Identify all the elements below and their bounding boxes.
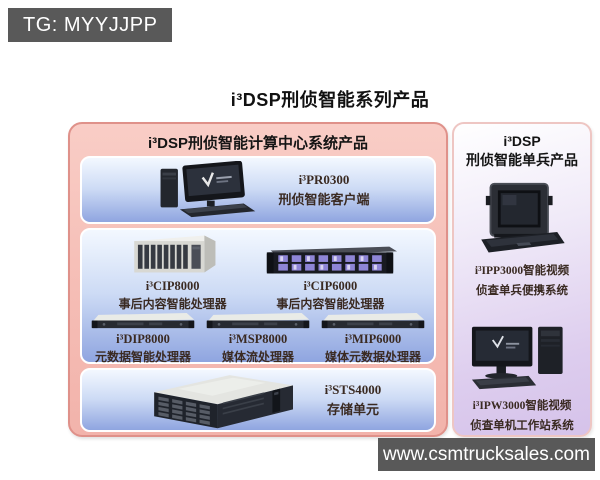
- product-name: 事后内容智能处理器: [118, 296, 227, 311]
- product-name: 刑侦智能客户端: [278, 192, 370, 207]
- storage-product-box: i³STS4000 存储单元: [80, 368, 436, 432]
- storage-product-label: i³STS4000 存储单元: [325, 380, 382, 420]
- computing-center-panel: i³DSP刑侦智能计算中心系统产品: [68, 122, 448, 437]
- product-model: i³DIP8000: [116, 332, 170, 347]
- rack-server-2u-image: [263, 244, 398, 278]
- product-name: 存储单元: [326, 402, 379, 417]
- product-cell-cip8000: i³CIP8000 事后内容智能处理器: [119, 230, 227, 312]
- product-name: 侦查单兵便携系统: [475, 284, 568, 297]
- product-model: i³MIP6000: [344, 332, 402, 347]
- tower-server-image: [125, 230, 221, 278]
- product-name: 事后内容智能处理器: [276, 296, 385, 311]
- portable-terminal-image: [475, 182, 569, 258]
- computing-center-panel-title: i³DSP刑侦智能计算中心系统产品: [147, 135, 368, 152]
- workstation-product-label: i³IPW3000智能视频 侦查单机工作站系统: [470, 397, 574, 436]
- product-model: i³STS4000: [324, 381, 382, 397]
- rack-server-1u-image: [89, 312, 197, 331]
- processors-box: i³CIP8000 事后内容智能处理器: [80, 228, 436, 364]
- product-model: i³CIP6000: [303, 279, 358, 293]
- watermark-top-left: TG: MYYJJPP: [8, 8, 173, 42]
- client-product-box: i³PR0300 刑侦智能客户端: [80, 156, 436, 224]
- rack-server-1u-image: [319, 312, 427, 331]
- rack-server-1u-image: [204, 312, 312, 331]
- portable-product-label: i³IPP3000智能视频 侦查单兵便携系统: [475, 262, 569, 301]
- product-cell-cip6000: i³CIP6000 事后内容智能处理器: [263, 244, 398, 312]
- product-name: 媒体元数据处理器: [324, 349, 421, 364]
- product-model: i³PR0300: [298, 171, 350, 187]
- portable-panel-title-line2: 刑侦智能单兵产品: [466, 152, 578, 168]
- storage-array-image: [135, 370, 307, 430]
- product-name: 媒体流处理器: [221, 349, 294, 364]
- product-cell-msp8000: i³MSP8000 媒体流处理器: [204, 312, 312, 365]
- workstation-image: [470, 323, 574, 391]
- product-model: i³IPW3000智能视频: [472, 400, 572, 413]
- page-title: i³DSP刑侦智能系列产品: [230, 90, 430, 110]
- client-product-label: i³PR0300 刑侦智能客户端: [278, 170, 369, 210]
- product-cell-dip8000: i³DIP8000 元数据智能处理器: [89, 312, 197, 365]
- portable-products-panel: i³DSP 刑侦智能单兵产品 i³IPP3000智能视频 侦查单兵便携系统: [452, 122, 592, 437]
- processors-row-1: i³CIP8000 事后内容智能处理器: [82, 230, 434, 312]
- processors-row-2: i³DIP8000 元数据智能处理器: [82, 312, 434, 365]
- product-name: 侦查单机工作站系统: [470, 419, 574, 432]
- product-model: i³CIP8000: [145, 279, 200, 293]
- desktop-client-image: [146, 161, 264, 219]
- product-cell-mip6000: i³MIP6000 媒体元数据处理器: [319, 312, 427, 365]
- product-model: i³MSP8000: [228, 332, 288, 347]
- product-model: i³IPP3000智能视频: [474, 265, 570, 277]
- portable-panel-title-line1: i³DSP: [503, 133, 541, 149]
- watermark-bottom-right: www.csmtrucksales.com: [378, 438, 595, 471]
- product-name: 元数据智能处理器: [94, 349, 191, 364]
